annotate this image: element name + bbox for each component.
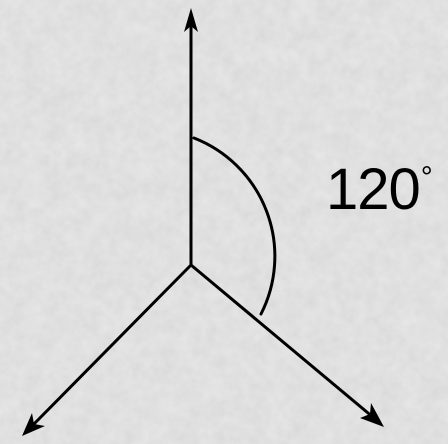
angle-value: 120 <box>326 157 421 222</box>
angle-arc <box>192 136 277 316</box>
angle-label: 120° <box>326 157 433 232</box>
arrowhead-down-left <box>22 413 45 436</box>
arrowhead-down-right <box>360 403 384 427</box>
ray-down-left <box>29 263 193 429</box>
ray-down-right <box>189 263 376 420</box>
degree-symbol: ° <box>420 161 433 194</box>
arrowhead-up <box>184 8 198 32</box>
